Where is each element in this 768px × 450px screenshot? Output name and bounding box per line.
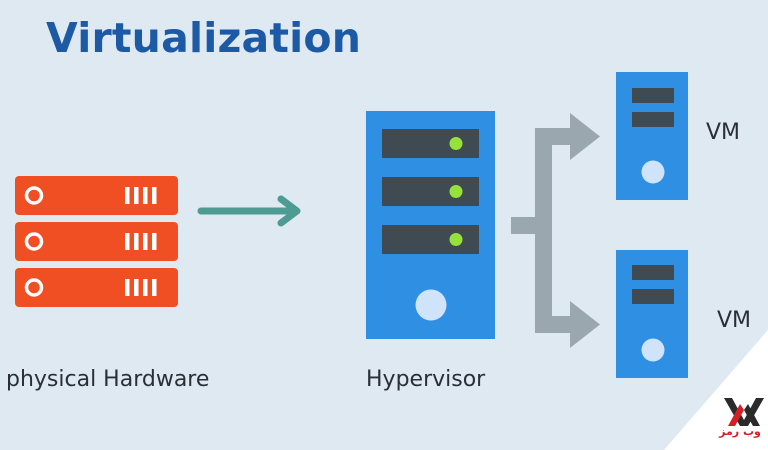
branch-arrow-icon xyxy=(511,113,600,348)
logo-text: وب رمز xyxy=(719,425,761,438)
rack-unit xyxy=(15,268,178,307)
server-rack-icon xyxy=(15,176,178,307)
rack-unit xyxy=(15,222,178,261)
arrow-right-icon xyxy=(197,195,301,227)
vm-label-bottom: VM xyxy=(717,308,752,333)
physical-hardware-label: physical Hardware xyxy=(6,367,210,392)
vm-server-icon-top xyxy=(616,72,688,200)
hypervisor-server-icon xyxy=(366,111,495,339)
vm-server-icon-bottom xyxy=(616,250,688,378)
hypervisor-label: Hypervisor xyxy=(366,367,486,392)
vm-label-top: VM xyxy=(706,120,741,145)
diagram-title: Virtualization xyxy=(46,14,362,62)
webramz-logo-icon xyxy=(724,398,764,426)
rack-unit xyxy=(15,176,178,215)
